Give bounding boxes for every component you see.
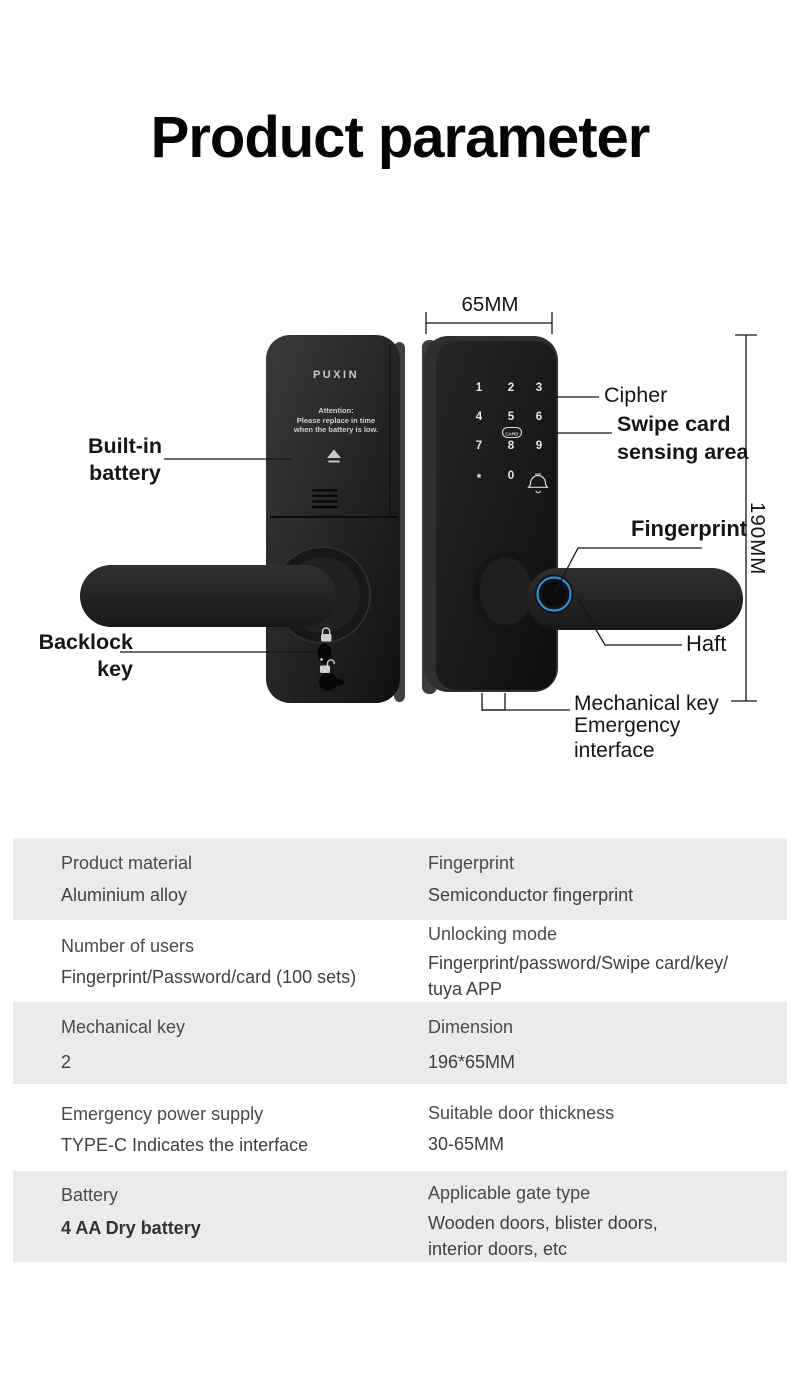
- keypad-key-8: 8: [507, 440, 515, 452]
- spec-label: Battery: [61, 1185, 119, 1205]
- spec-value: Wooden doors, blister doors,: [428, 1213, 658, 1233]
- keypad-key-5: 5: [507, 411, 515, 423]
- callout-backlock-key: Backlock key: [38, 630, 133, 681]
- spec-label: Fingerprint: [428, 853, 515, 873]
- battery-attention-text: Attention: Please replace in time when t…: [293, 406, 379, 434]
- back-handle: [80, 565, 336, 627]
- keypad-key-2: 2: [507, 382, 515, 394]
- back-lock-body: [266, 335, 400, 703]
- brand-logo: PUXIN: [312, 369, 360, 381]
- table-row: Product material Aluminium alloy Fingerp…: [13, 838, 787, 920]
- leader-haft: [577, 598, 682, 646]
- leader-mechanical-bracket: [481, 693, 506, 711]
- doorbell-icon: [527, 473, 549, 494]
- table-row: Mechanical key 2 Dimension 196*65MM: [13, 1002, 787, 1084]
- spec-value: 30-65MM: [428, 1134, 505, 1154]
- keypad-key-3: 3: [535, 382, 543, 394]
- keyhole-slot: [331, 678, 344, 686]
- spec-label: Mechanical key: [61, 1017, 186, 1037]
- callout-fingerprint: Fingerprint: [631, 516, 748, 541]
- spec-label: Product material: [61, 853, 193, 873]
- spec-label: Emergency power supply: [61, 1104, 264, 1124]
- spec-label: Suitable door thickness: [428, 1103, 615, 1123]
- callout-swipe-card: Swipe card sensing area: [617, 412, 749, 464]
- keypad-key-7: 7: [475, 440, 483, 452]
- speaker-grille-icon: [312, 489, 338, 509]
- spec-value: interior doors, etc: [428, 1239, 568, 1259]
- spec-label: Unlocking mode: [428, 924, 558, 944]
- spec-value: Fingerprint/Password/card (100 sets): [61, 967, 357, 987]
- table-row: Battery 4 AA Dry battery Applicable gate…: [13, 1171, 787, 1262]
- spec-value: Fingerprint/password/Swipe card/key/: [428, 953, 729, 973]
- keypad-key-4: 4: [475, 411, 483, 423]
- lock-open-body-icon: [320, 665, 330, 673]
- svg-text:CARD: CARD: [505, 431, 519, 436]
- fingerprint-ring: [536, 576, 572, 612]
- spec-value: 2: [61, 1052, 72, 1072]
- keypad-key-6: 6: [535, 411, 543, 423]
- spec-table: Product material Aluminium alloy Fingerp…: [13, 838, 787, 1262]
- dimension-width-label: 65MM: [461, 293, 519, 316]
- spec-label: Applicable gate type: [428, 1183, 591, 1203]
- callout-mechanical-key: Mechanical key: [574, 692, 719, 715]
- swipe-card-icon: CARD: [501, 426, 523, 439]
- keypad-key-star: *: [476, 473, 482, 485]
- back-lock-graphic: [80, 335, 405, 703]
- page-title: Product parameter: [150, 105, 651, 170]
- fingerprint-sensor: [534, 574, 574, 614]
- callout-haft: Haft: [686, 631, 727, 656]
- annotation-lines: [120, 312, 757, 711]
- front-handle-hub-inner: [480, 557, 532, 625]
- lock-closed-body-icon: [321, 634, 332, 642]
- callout-emergency-interface: Emergency interface: [574, 714, 681, 762]
- product-illustration: CARD: [80, 312, 757, 711]
- callout-cipher: Cipher: [604, 383, 668, 407]
- keypad-key-1: 1: [475, 382, 483, 394]
- toggle-highlight: [320, 658, 323, 661]
- battery-eject-icon: [327, 449, 341, 463]
- keyhole: [319, 673, 337, 691]
- front-lock-graphic: CARD: [422, 336, 743, 694]
- callout-built-in-battery: Built-in battery: [87, 434, 163, 485]
- spec-value: Semiconductor fingerprint: [428, 885, 634, 905]
- lock-open-icon: [326, 659, 335, 666]
- spec-label: Dimension: [428, 1017, 514, 1037]
- spec-value: 4 AA Dry battery: [61, 1218, 201, 1238]
- spec-value: TYPE-C Indicates the interface: [61, 1135, 309, 1155]
- keypad-key-9: 9: [535, 440, 543, 452]
- leader-fingerprint: [554, 547, 702, 593]
- dimension-height-label: 190MM: [746, 502, 769, 576]
- spec-value: 196*65MM: [428, 1052, 516, 1072]
- table-row: Number of users Fingerprint/Password/car…: [13, 920, 787, 1002]
- spec-value: tuya APP: [428, 979, 503, 999]
- front-handle: [527, 568, 743, 630]
- spec-label: Number of users: [61, 936, 195, 956]
- lock-closed-icon: [321, 627, 331, 634]
- backlock-toggle: [317, 627, 344, 691]
- keypad-key-0: 0: [507, 470, 515, 482]
- spec-value: Aluminium alloy: [61, 885, 188, 905]
- table-row: Emergency power supply TYPE-C Indicates …: [13, 1084, 787, 1171]
